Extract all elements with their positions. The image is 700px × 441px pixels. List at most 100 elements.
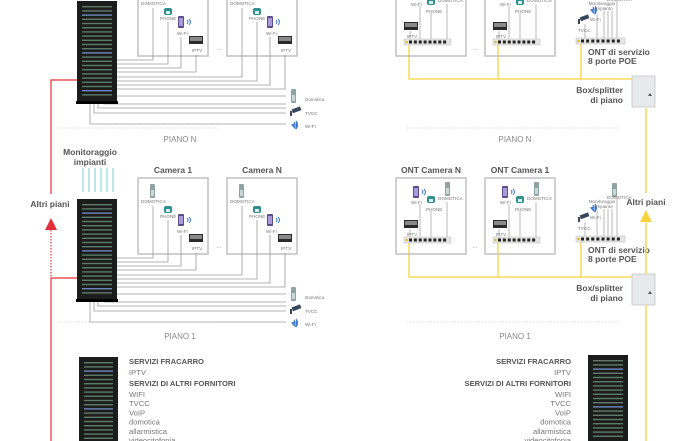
service-item: WIFI bbox=[555, 390, 571, 399]
monitoring-label: Monitoraggio bbox=[589, 1, 616, 6]
service-ont-label: ONT di servizio bbox=[588, 245, 650, 255]
rack-unit bbox=[593, 410, 623, 412]
copper-cable bbox=[117, 55, 286, 90]
copper-cable bbox=[103, 300, 286, 303]
ont-port bbox=[586, 39, 590, 43]
wifi-label: Wi-Fi bbox=[411, 200, 422, 205]
phone-label: PHONE bbox=[515, 9, 531, 14]
rack-unit bbox=[84, 378, 113, 381]
ont-port bbox=[502, 238, 506, 242]
service-item: videocitofonia bbox=[129, 436, 176, 441]
service-item: domotica bbox=[540, 418, 572, 427]
rack-unit bbox=[593, 406, 623, 408]
service-ont-label: ONT di servizio bbox=[588, 47, 650, 57]
copper-cable bbox=[117, 8, 243, 78]
ont-port bbox=[596, 39, 600, 43]
rack-unit bbox=[593, 385, 623, 387]
rack-unit bbox=[82, 258, 112, 260]
ont-port bbox=[413, 238, 417, 242]
service-item: VoIP bbox=[555, 408, 571, 417]
wifi-label: Wi-Fi bbox=[590, 17, 601, 22]
ont-port bbox=[532, 40, 536, 44]
wifi-label: Wi-Fi bbox=[266, 229, 277, 234]
phone-label: PHONE bbox=[249, 16, 265, 21]
room-box bbox=[137, 177, 209, 255]
iptv-label: IPTV bbox=[192, 246, 203, 251]
rack-unit bbox=[593, 389, 623, 391]
iptv-icon bbox=[404, 22, 418, 30]
riser-line bbox=[50, 277, 77, 441]
rack-unit bbox=[82, 216, 112, 218]
iptv-icon bbox=[493, 22, 507, 30]
phone-icon bbox=[164, 206, 172, 213]
floor-label: PIANO 1 bbox=[499, 332, 531, 341]
service-item: IPTV bbox=[554, 368, 572, 377]
copper-cable bbox=[93, 102, 286, 114]
ont-port bbox=[581, 39, 584, 43]
ont-port bbox=[532, 238, 536, 242]
rack-unit bbox=[82, 237, 112, 239]
floor-rack bbox=[76, 199, 118, 302]
side-domotica-label: Domotica bbox=[305, 295, 325, 300]
rack-unit bbox=[82, 254, 112, 256]
wifi-label: Wi-Fi bbox=[266, 31, 277, 36]
service-item: TVCC bbox=[550, 399, 571, 408]
wifi-phone-icon bbox=[178, 214, 184, 226]
cctv-camera-icon bbox=[578, 212, 590, 222]
service-ont-device bbox=[575, 37, 626, 45]
wifi-icon bbox=[186, 216, 191, 224]
wifi-label: Wi-Fi bbox=[500, 2, 511, 7]
other-providers-title: SERVIZI DI ALTRI FORNITORI bbox=[129, 379, 235, 388]
domotica-label: DOMOTICA bbox=[607, 195, 633, 200]
rack-unit bbox=[82, 94, 112, 96]
rack-unit bbox=[82, 250, 112, 252]
rack-unit bbox=[82, 262, 112, 265]
rack-unit bbox=[82, 31, 112, 33]
service-item: TVCC bbox=[129, 399, 150, 408]
ont-port bbox=[616, 237, 620, 241]
other-providers-title: SERVIZI DI ALTRI FORNITORI bbox=[465, 379, 571, 388]
rack-unit bbox=[82, 212, 112, 214]
phone-icon bbox=[516, 196, 524, 203]
rack-unit bbox=[84, 391, 113, 393]
room-title: Camera N bbox=[242, 165, 282, 175]
room-title: Camera 1 bbox=[154, 165, 193, 175]
domotica-label: DOMOTICA bbox=[438, 0, 464, 3]
monitoring-label: impianto bbox=[595, 6, 613, 11]
rack-unit bbox=[84, 366, 113, 368]
cctv-camera-icon bbox=[290, 106, 302, 116]
room-box bbox=[226, 177, 298, 255]
ont-port bbox=[423, 238, 427, 242]
wifi-icon bbox=[421, 188, 426, 196]
ont-port bbox=[517, 238, 521, 242]
copper-cable bbox=[117, 206, 243, 276]
iptv-label: IPTV bbox=[496, 34, 507, 39]
rack-unit bbox=[82, 69, 112, 71]
rack-unit bbox=[82, 52, 112, 54]
left-floor-n: DOMOTICAPHONEWi-FiIPTVDOMOTICAPHONEWi-Fi… bbox=[76, 0, 325, 130]
rack-unit bbox=[593, 368, 623, 370]
ont-port bbox=[507, 40, 511, 44]
iptv-icon bbox=[404, 220, 418, 228]
wifi-phone-icon bbox=[413, 186, 419, 198]
rack-unit bbox=[82, 43, 112, 46]
floor-label: PIANO N bbox=[164, 135, 197, 144]
copper-cable bbox=[97, 102, 286, 109]
phone-icon bbox=[516, 0, 524, 5]
fiber-port bbox=[405, 41, 408, 43]
rack-unit bbox=[593, 360, 623, 362]
ont-port bbox=[606, 237, 610, 241]
iptv-label: IPTV bbox=[281, 246, 292, 251]
rack-unit bbox=[84, 433, 113, 435]
service-item: allarmistica bbox=[129, 427, 168, 436]
ont-port bbox=[586, 237, 590, 241]
rack-unit bbox=[593, 402, 623, 404]
main-rack-left bbox=[79, 357, 118, 441]
phone-icon bbox=[253, 8, 261, 15]
iptv-icon bbox=[189, 234, 203, 242]
room-box bbox=[226, 0, 298, 57]
rack-unit bbox=[82, 233, 112, 235]
